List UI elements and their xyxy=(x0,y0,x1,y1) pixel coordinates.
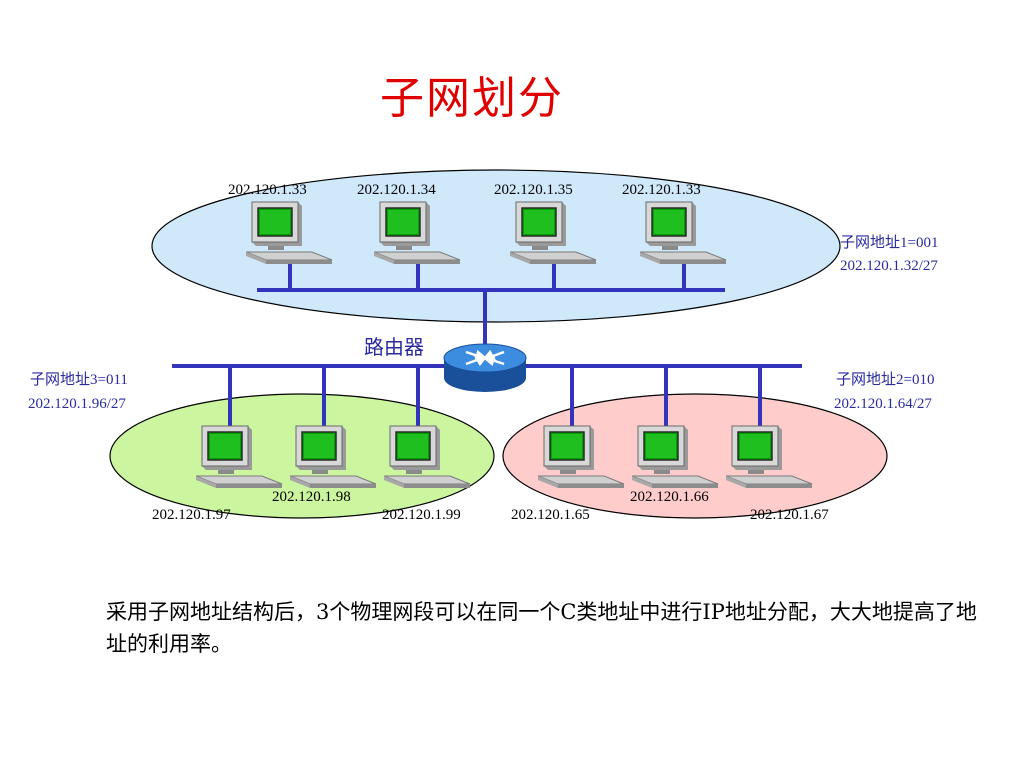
subnet2-network: 202.120.1.64/27 xyxy=(834,396,932,412)
subnet3-network: 202.120.1.96/27 xyxy=(28,396,126,412)
subnet1-label: 子网地址1=001 xyxy=(840,234,938,251)
router-label: 路由器 xyxy=(364,335,424,359)
host-address: 202.120.1.65 xyxy=(511,507,590,523)
caption-text: 采用子网地址结构后，3个物理网段可以在同一个C类地址中进行IP地址分配，大大地提… xyxy=(106,600,977,656)
host-address: 202.120.1.34 xyxy=(357,182,436,198)
page-title: 子网划分 xyxy=(380,73,564,124)
host-address: 202.120.1.33 xyxy=(228,182,307,198)
host-address: 202.120.1.97 xyxy=(152,507,231,523)
subnet2-label: 子网地址2=010 xyxy=(836,371,934,388)
host-address: 202.120.1.99 xyxy=(382,507,461,523)
router-icon xyxy=(443,343,527,392)
host-address: 202.120.1.33 xyxy=(622,182,701,198)
subnet3-label: 子网地址3=011 xyxy=(30,371,128,388)
subnet1-network: 202.120.1.32/27 xyxy=(840,258,938,274)
host-address: 202.120.1.98 xyxy=(272,489,351,505)
host-address: 202.120.1.67 xyxy=(750,507,829,523)
host-address: 202.120.1.35 xyxy=(494,182,573,198)
host-address: 202.120.1.66 xyxy=(630,489,709,505)
